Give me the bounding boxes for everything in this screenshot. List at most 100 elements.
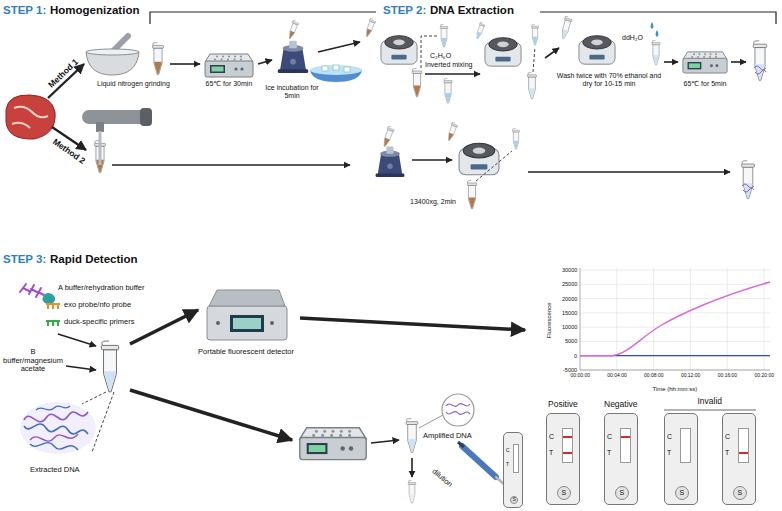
tube-icon [408, 480, 416, 503]
dna-cloud [30, 443, 78, 450]
reagent-label: duck-specific primers [64, 318, 134, 327]
step-note: Wash twice with 70% ethanol and dry for … [553, 72, 665, 88]
homogenizer-icon [140, 108, 152, 126]
tick-label: 00:16:00 [718, 373, 737, 379]
test-cassette: CTS [503, 432, 523, 508]
tube-icon [153, 43, 164, 75]
homogenizer-icon [82, 110, 148, 124]
flow-arrow [170, 63, 200, 65]
step-note: Ice incubation for 5min [263, 84, 321, 100]
illustration-part [559, 16, 572, 40]
tube-icon [412, 69, 422, 97]
part-label: Extracted DNA [30, 466, 80, 475]
dna-cloud [36, 406, 70, 410]
pipette-icon [462, 446, 496, 477]
strip-letter: S [513, 497, 516, 503]
dna-cloud [20, 402, 96, 454]
ice-bowl [310, 65, 362, 82]
group-line [664, 410, 756, 411]
result-heading: Negative [604, 400, 638, 410]
flow-arrow [58, 334, 96, 346]
result-window [620, 428, 631, 463]
tick-label: 00:08:00 [644, 373, 663, 379]
test-line [739, 452, 748, 454]
amplification-chart [580, 282, 770, 356]
discard-line [533, 47, 535, 72]
fluorescent-detector [207, 306, 287, 340]
strip-letter: S [680, 489, 685, 497]
transfer-line [476, 151, 512, 181]
tube-icon [559, 16, 572, 40]
centrifuge-icon [485, 38, 521, 66]
reagent-icons [20, 284, 44, 297]
tube-icon [440, 24, 448, 47]
test-cassette: CTS [722, 413, 756, 505]
flow-arrow [258, 60, 272, 64]
illustration-part [287, 20, 299, 40]
meat-sample [12, 107, 48, 128]
tube-icon [474, 22, 485, 40]
tick-label: 00:00:00 [571, 373, 590, 379]
strip-letter: S [562, 489, 567, 497]
step-heading: STEP 2: [383, 4, 426, 17]
vortex-icon [376, 147, 405, 178]
homogenizer-icon [96, 122, 104, 132]
tube-icon [528, 73, 537, 99]
flow-arrow [130, 390, 292, 440]
centrifuge-icon [459, 143, 499, 175]
tick-label: 25000 [562, 281, 577, 287]
axis-title: Fluorescence [546, 302, 553, 338]
reagent-icons [20, 284, 60, 326]
tick-label: 5000 [565, 338, 577, 344]
result-window [562, 428, 573, 463]
part-label: Amplified DNA [423, 432, 472, 441]
strip-letter: C [725, 433, 730, 441]
result-heading: Positive [548, 400, 578, 410]
reagent-label: B buffer/magnesium acetate [2, 348, 64, 374]
flow-arrow [545, 48, 559, 58]
tube-icon [512, 128, 519, 149]
strip-letter: S [738, 489, 743, 497]
flow-arrow [371, 440, 399, 443]
tick-label: 20000 [562, 296, 577, 302]
step-note: 65℃ for 30min [206, 80, 253, 88]
tick-label: 00:12:00 [681, 373, 700, 379]
amplified-dna-lens [419, 415, 443, 428]
ice-bowl [344, 67, 350, 72]
amplified-dna-lens [446, 404, 470, 415]
amplification-chart [580, 268, 770, 370]
step-note: dilution [430, 467, 454, 489]
strip-letter: C [549, 433, 554, 441]
ice-bowl [322, 66, 328, 71]
tick-label: 0 [574, 353, 577, 359]
step-heading: STEP 3: [3, 253, 46, 266]
ice-bowl [333, 65, 339, 70]
dna-cloud [24, 424, 88, 434]
tick-label: 15000 [562, 310, 577, 316]
device-label: Portable fluorescent detector [198, 348, 294, 357]
dna-cloud [30, 434, 78, 441]
tube-icon [406, 419, 418, 453]
reagent-label: C₂H₆O [430, 52, 451, 60]
result-window [738, 428, 749, 463]
tube-icon [467, 181, 477, 209]
test-cassette: NegativeCTS [604, 413, 638, 505]
step-title: Homogenization [50, 4, 139, 17]
reagent-label: A buffer/rehydration buffer [58, 284, 144, 293]
tube-icon [531, 24, 538, 45]
fluorescent-detector [233, 318, 261, 329]
fluorescent-detector [230, 315, 264, 332]
flow-arrow [411, 458, 413, 477]
pipette-icon [458, 442, 508, 488]
strip-letter: T [667, 449, 671, 457]
reagent-icons [46, 304, 60, 309]
amplification-chart [580, 268, 770, 370]
tube-icon [364, 18, 376, 38]
water-drops [651, 22, 654, 29]
vortex-icon [278, 41, 308, 73]
tube-icon [381, 126, 395, 148]
control-line [563, 436, 572, 438]
flow-arrow [130, 310, 198, 344]
strip-letter: C [667, 433, 672, 441]
